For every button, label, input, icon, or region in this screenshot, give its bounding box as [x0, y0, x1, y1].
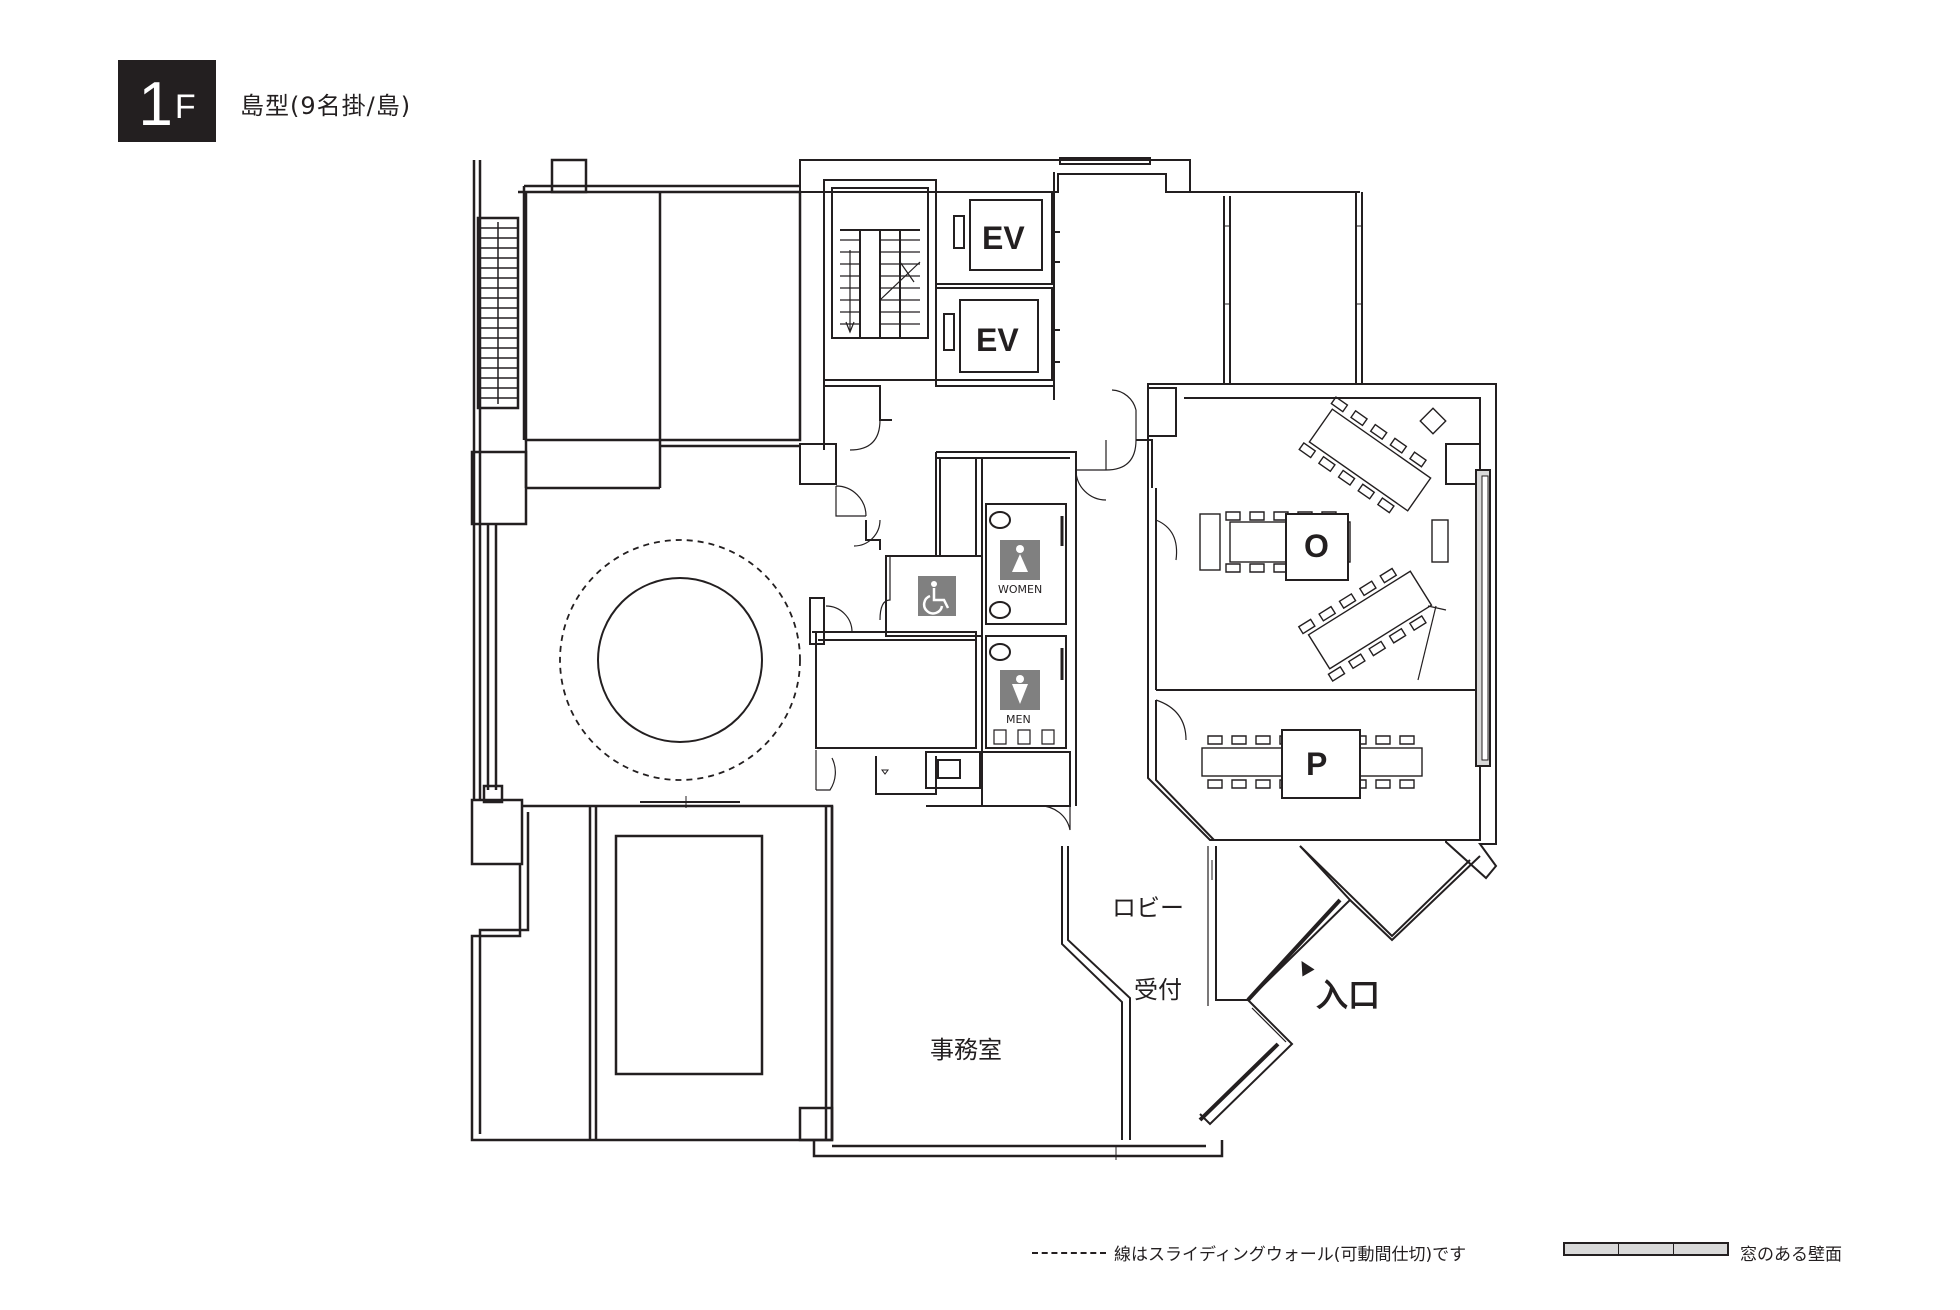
room-o-furniture — [1199, 396, 1449, 683]
column — [1147, 387, 1177, 437]
men-restroom-icon — [1000, 670, 1040, 710]
upper-right-wall — [1190, 191, 1363, 384]
outer-walls — [470, 158, 1224, 1160]
meeting-rooms — [1147, 383, 1498, 880]
floor-letter: F — [174, 88, 196, 126]
room-o-label: O — [1304, 528, 1329, 564]
restrooms — [879, 451, 1107, 807]
column — [470, 450, 528, 526]
layout-title: 島型(9名掛/島) — [240, 92, 412, 120]
column — [470, 798, 524, 866]
floor-number: 1 — [138, 70, 173, 139]
wheelchair-icon — [918, 576, 956, 616]
entrance-wing — [1198, 845, 1481, 1126]
window-wall-legend-sample — [1563, 1242, 1729, 1256]
window-wall-legend: 窓のある壁面 — [1740, 1245, 1842, 1265]
entrance-label: 入口 — [1316, 976, 1381, 1014]
accessible-room — [885, 555, 983, 637]
elevator-bottom-label: EV — [976, 322, 1019, 358]
storage — [809, 597, 977, 795]
office-label: 事務室 — [930, 1036, 1002, 1064]
left-stair — [476, 216, 520, 410]
women-room — [985, 503, 1067, 625]
room-p-label: P — [1306, 746, 1328, 782]
elevator-top-label: EV — [982, 220, 1025, 256]
elevator-top — [969, 199, 1043, 271]
sliding-wall-legend-sample — [1032, 1252, 1106, 1254]
floor-badge: 1 F — [118, 60, 216, 142]
women-label: WOMEN — [998, 583, 1043, 596]
bottom-left-room — [614, 834, 764, 1076]
room-p-furniture — [1201, 729, 1423, 799]
men-label: MEN — [1006, 713, 1031, 726]
column — [1445, 443, 1481, 485]
reception-label: 受付 — [1134, 976, 1182, 1004]
sliding-wall-legend: 線はスライディングウォール(可動間仕切)です — [1114, 1245, 1467, 1265]
core — [799, 157, 1191, 550]
column — [799, 443, 837, 485]
lobby-label: ロビー — [1112, 894, 1184, 922]
men-room — [985, 635, 1067, 749]
women-restroom-icon — [1000, 540, 1040, 580]
elevator-bottom — [959, 299, 1039, 373]
rotunda — [559, 539, 801, 808]
